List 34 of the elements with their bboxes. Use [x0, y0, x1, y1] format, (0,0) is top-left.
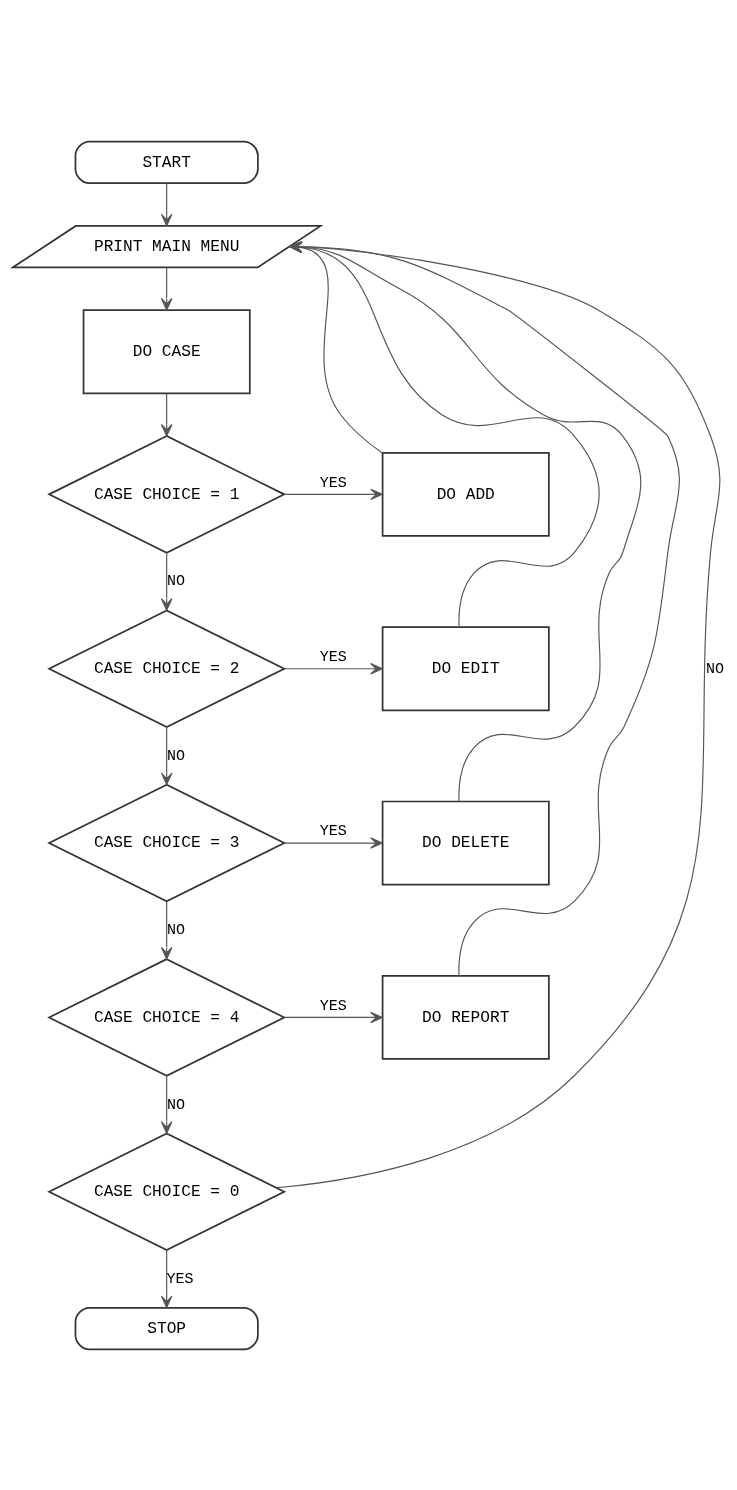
- edge-label: YES: [166, 1270, 194, 1288]
- arrow: [160, 1249, 173, 1308]
- edge-label: YES: [319, 997, 347, 1015]
- arrow: [160, 551, 173, 611]
- arrow: [160, 900, 173, 959]
- arrow: [283, 662, 383, 674]
- arrow: [160, 1074, 173, 1134]
- edge-label: NO: [166, 921, 185, 939]
- node-box: DO REPORT: [381, 974, 550, 1060]
- edge-label: YES: [319, 822, 347, 840]
- edge-label: NO: [166, 1096, 185, 1114]
- node-box: DO EDIT: [381, 625, 550, 711]
- arrow: [283, 1011, 383, 1023]
- edge-label: YES: [319, 648, 347, 666]
- node-diamond: CASE CHOICE = 2: [47, 608, 287, 728]
- arrow: [160, 392, 173, 437]
- arrow: [160, 266, 173, 311]
- edge-label: NO: [166, 747, 185, 765]
- node-box: DO DELETE: [381, 800, 550, 885]
- edge-label: YES: [319, 474, 347, 492]
- node-box: DO CASE: [82, 308, 251, 394]
- edge-label: NO: [706, 660, 725, 678]
- arrow: [283, 836, 383, 849]
- node-box: DO ADD: [381, 451, 550, 537]
- node-diamond: CASE CHOICE = 4: [47, 957, 287, 1077]
- arrow: [160, 182, 173, 226]
- node-diamond: CASE CHOICE = 3: [47, 783, 287, 902]
- node-box: START: [74, 140, 259, 184]
- node-diamond: CASE CHOICE = 0: [47, 1132, 287, 1251]
- arrow: [160, 726, 173, 785]
- node-diamond: CASE CHOICE = 1: [47, 434, 287, 554]
- edge-label: NO: [166, 572, 185, 590]
- node-box: STOP: [74, 1306, 259, 1350]
- arrow: [283, 488, 383, 500]
